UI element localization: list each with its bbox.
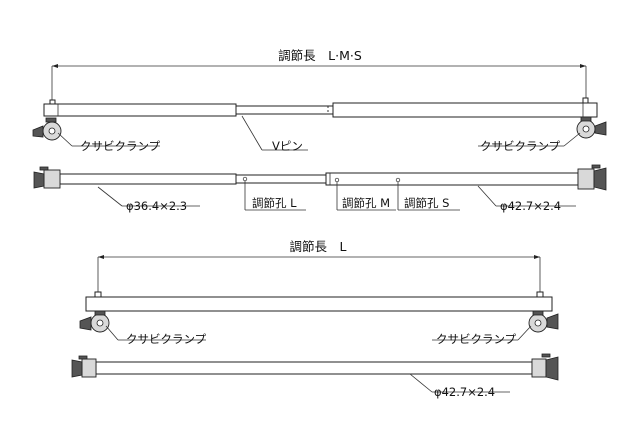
pipe-outer-label: φ42.7×2.4: [500, 199, 561, 213]
top-pipe: [43, 97, 598, 118]
hole-s-label: 調節孔 S: [404, 196, 449, 210]
pipe-inner-label: φ36.4×2.3: [126, 199, 187, 213]
bottom-clamp-left-label: クサビクランプ: [126, 332, 207, 346]
bottom-dimension: 調節長 L: [97, 239, 541, 292]
hole-m-label: 調節孔 M: [342, 196, 390, 210]
top-dimension-label: 調節長 L·M·S: [278, 48, 362, 63]
bottom-side-pipe: [71, 353, 559, 381]
top-dimension: 調節長 L·M·S: [51, 48, 587, 102]
bottom-pipe: [85, 291, 553, 312]
top-clamp-right: [576, 116, 607, 139]
top-clamp-right-label: クサビクランプ: [480, 139, 561, 153]
top-pin-label: Vピン: [272, 139, 303, 153]
middle-pipe: [59, 172, 579, 186]
bottom-clamp-right: [528, 310, 559, 333]
top-clamp-left-label: クサビクランプ: [80, 139, 161, 153]
middle-clamp-right: [577, 164, 607, 191]
middle-clamp-left: [33, 166, 61, 189]
bottom-pipe-label: φ42.7×2.4: [434, 385, 495, 399]
bottom-clamp-right-label: クサビクランプ: [436, 332, 517, 346]
bottom-dimension-label: 調節長 L: [290, 239, 347, 254]
top-clamp-left: [32, 117, 62, 141]
hole-l-label: 調節孔 L: [252, 196, 297, 210]
bottom-clamp-left: [79, 310, 110, 333]
